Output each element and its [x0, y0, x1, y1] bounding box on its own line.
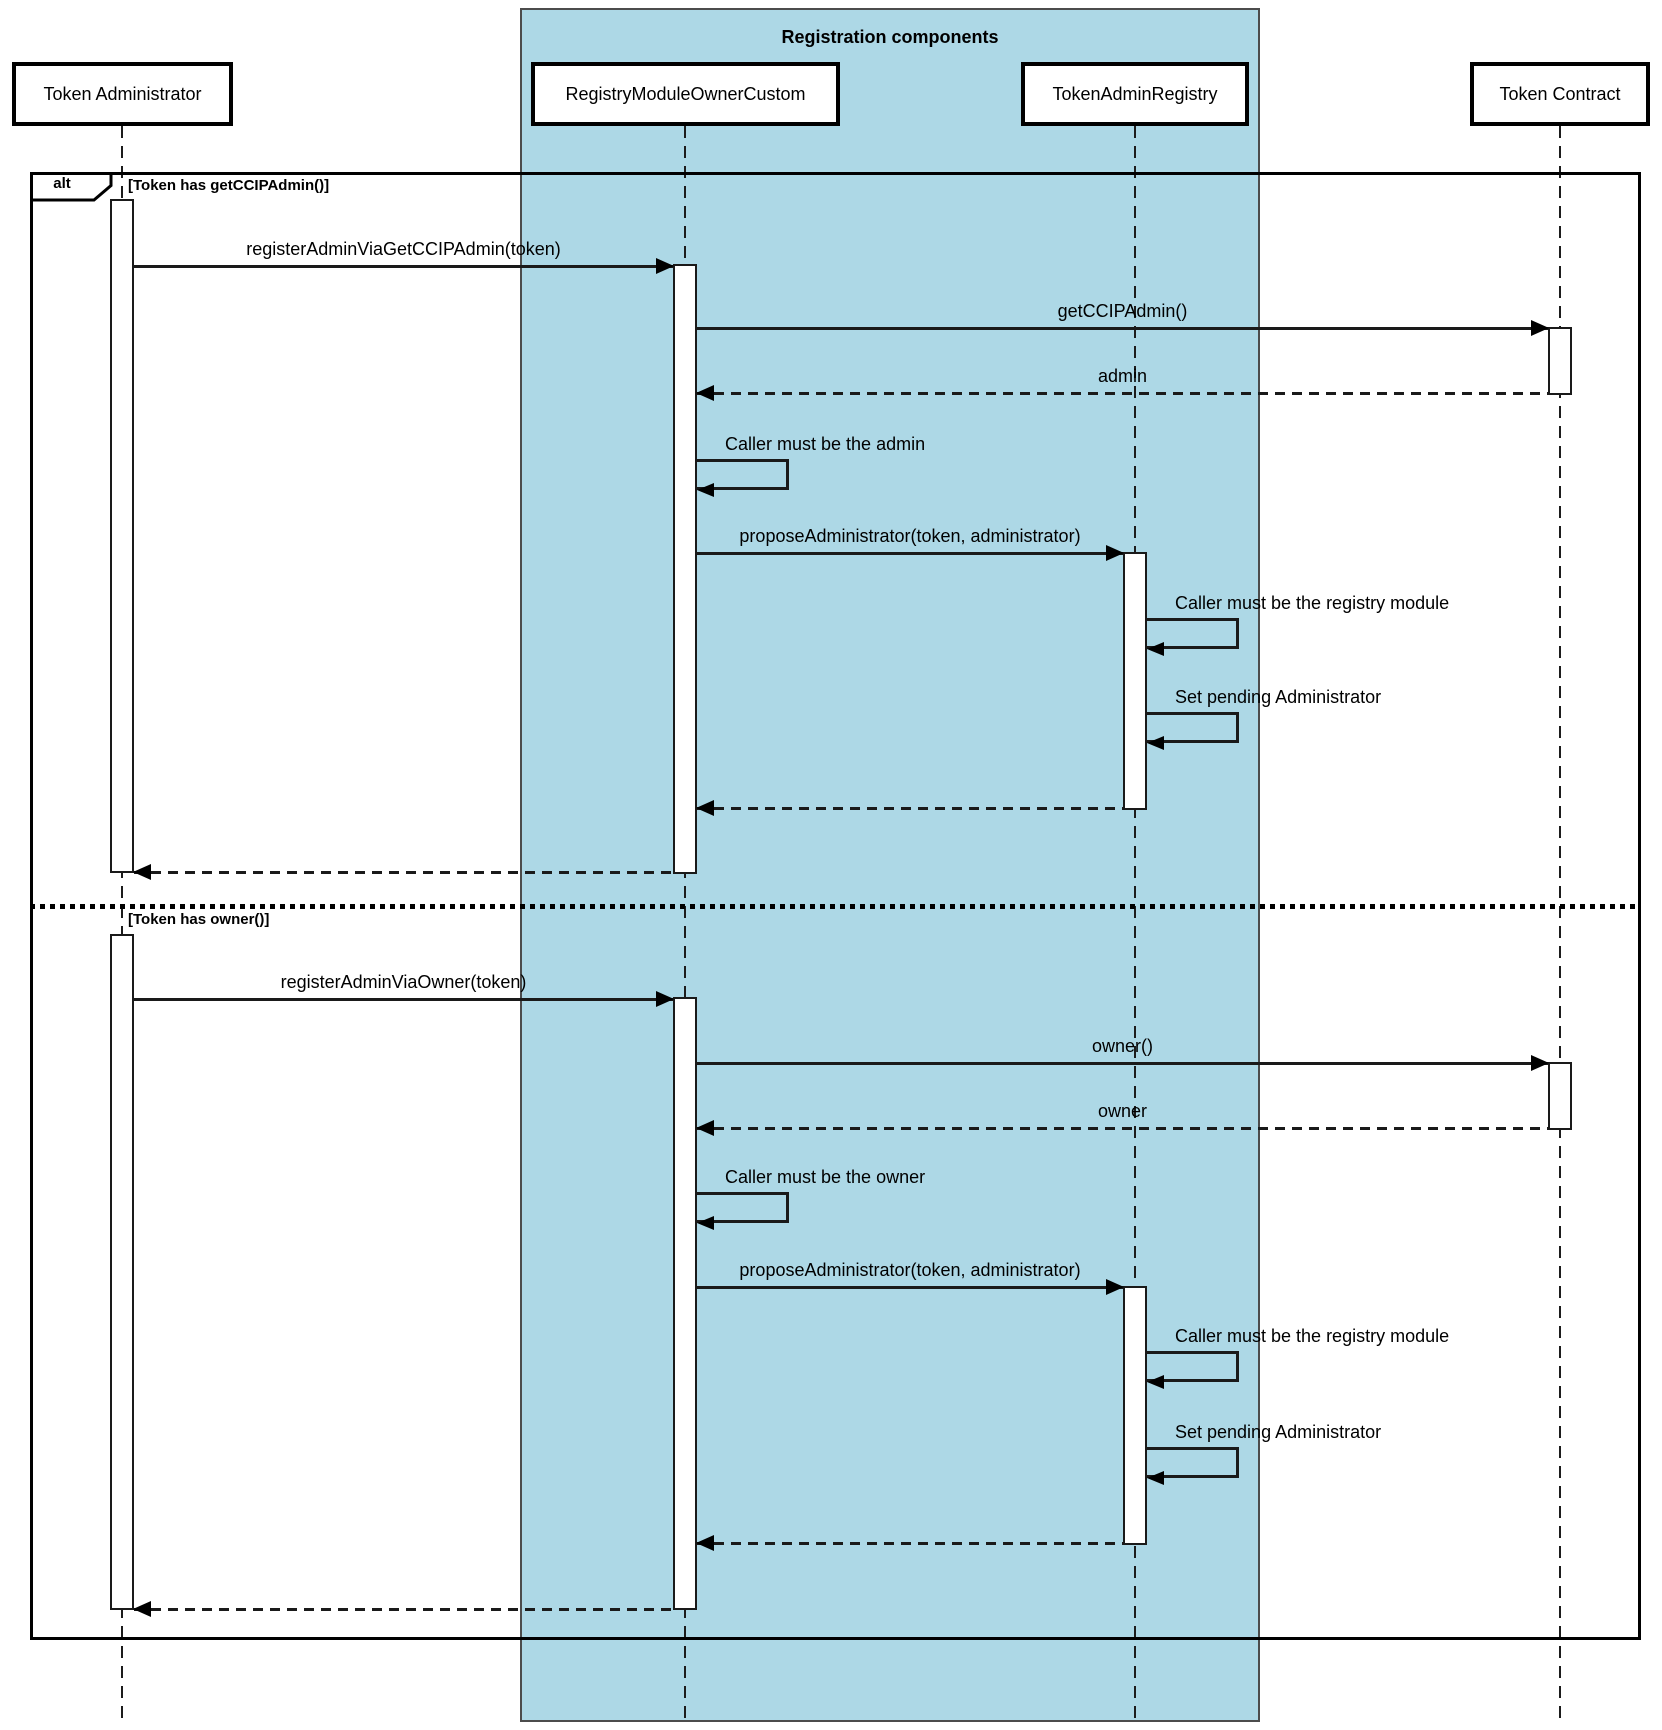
arrow-line [697, 392, 1548, 395]
message-label: owner() [1091, 1036, 1153, 1056]
arrow-line [134, 998, 673, 1001]
message-label: registerAdminViaOwner(token) [280, 972, 527, 992]
arrow-line [697, 552, 1123, 555]
alt-operator-label: alt [53, 175, 71, 192]
participant-token-administrator: Token Administrator [12, 62, 233, 126]
selfcall-set-pending-administrator-2: Set pending Administrator [1147, 1422, 1381, 1485]
guard-has-owner: [Token has owner()] [128, 911, 270, 928]
selfcall-caller-must-be-registry-module-1: Caller must be the registry module [1147, 593, 1449, 656]
selfcall-caller-must-be-owner: Caller must be the owner [697, 1167, 925, 1230]
arrow-line [134, 871, 673, 874]
participant-token-contract: Token Contract [1470, 62, 1650, 126]
lifeline-registry-module-owner-custom [684, 126, 686, 1720]
selfcall-caller-must-be-registry-module-2: Caller must be the registry module [1147, 1326, 1449, 1389]
arrowhead-right-icon [656, 991, 674, 1007]
participant-registry-module-owner-custom: RegistryModuleOwnerCustom [531, 62, 840, 126]
arrowhead-left-icon [1147, 1375, 1164, 1389]
arrow-line [697, 807, 1123, 810]
arrow-line [697, 1542, 1123, 1545]
activation-token-admin-registry-2 [1123, 1286, 1147, 1545]
arrow-line [697, 1062, 1548, 1065]
arrowhead-left-icon [1147, 736, 1164, 750]
arrowhead-left-icon [1147, 1471, 1164, 1485]
alt-tab-shape [30, 172, 113, 202]
arrowhead-right-icon [1106, 545, 1124, 561]
message-label: getCCIPAdmin() [1057, 301, 1188, 321]
arrow-line [134, 265, 673, 268]
arrowhead-right-icon [656, 258, 674, 274]
panel-title: Registration components [781, 27, 999, 47]
registration-components-panel: Registration components [520, 8, 1260, 1722]
activation-token-administrator-1 [110, 199, 134, 873]
selfcall-caller-must-be-admin: Caller must be the admin [697, 434, 925, 497]
arrowhead-left-icon [133, 864, 151, 880]
lifeline-token-admin-registry [1134, 126, 1136, 1720]
arrow-line [697, 1286, 1123, 1289]
activation-token-administrator-2 [110, 934, 134, 1610]
arrowhead-left-icon [696, 385, 714, 401]
alt-operator-tab: alt [30, 172, 114, 202]
arrowhead-right-icon [1106, 1279, 1124, 1295]
lifeline-token-administrator [121, 126, 123, 1720]
activation-token-contract-1 [1548, 327, 1572, 395]
message-label: admin [1097, 366, 1148, 386]
alt-section-divider [30, 904, 1641, 909]
message-label: Set pending Administrator [1175, 1422, 1382, 1442]
arrowhead-left-icon [1147, 642, 1164, 656]
arrowhead-left-icon [696, 1120, 714, 1136]
guard-has-getccipadmin: [Token has getCCIPAdmin()] [128, 177, 330, 194]
arrowhead-left-icon [696, 800, 714, 816]
arrowhead-left-icon [697, 483, 714, 497]
activation-registry-module-1 [673, 264, 697, 874]
activation-token-admin-registry-1 [1123, 552, 1147, 810]
arrow-line [134, 1608, 673, 1611]
message-label: owner [1097, 1101, 1148, 1121]
lifeline-token-contract [1559, 126, 1561, 1720]
arrowhead-left-icon [696, 1535, 714, 1551]
arrow-line [697, 1127, 1548, 1130]
arrowhead-right-icon [1531, 320, 1549, 336]
arrow-line [697, 327, 1548, 330]
message-label: registerAdminViaGetCCIPAdmin(token) [246, 239, 561, 259]
arrowhead-left-icon [697, 1216, 714, 1230]
message-label: Caller must be the registry module [1175, 1326, 1450, 1346]
message-label: proposeAdministrator(token, administrato… [739, 526, 1081, 546]
participant-token-admin-registry: TokenAdminRegistry [1021, 62, 1249, 126]
message-label: proposeAdministrator(token, administrato… [739, 1260, 1081, 1280]
message-label: Caller must be the registry module [1175, 593, 1450, 613]
message-label: Caller must be the owner [725, 1167, 926, 1187]
activation-token-contract-2 [1548, 1062, 1572, 1130]
selfcall-set-pending-administrator-1: Set pending Administrator [1147, 687, 1381, 750]
arrowhead-right-icon [1531, 1055, 1549, 1071]
message-label: Caller must be the admin [725, 434, 926, 454]
arrowhead-left-icon [133, 1601, 151, 1617]
message-label: Set pending Administrator [1175, 687, 1382, 707]
activation-registry-module-2 [673, 997, 697, 1610]
